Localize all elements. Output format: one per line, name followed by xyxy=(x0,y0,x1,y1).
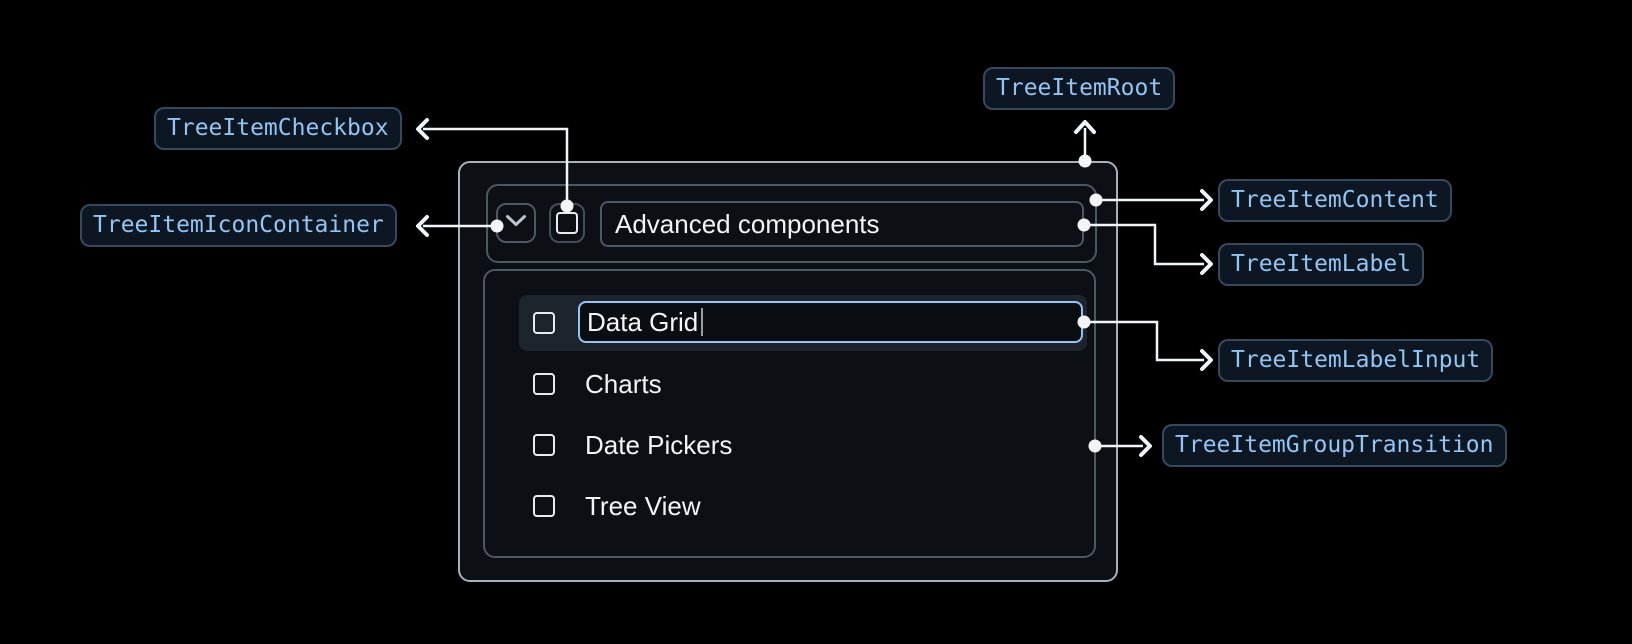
arrowhead-left-icon xyxy=(416,215,429,237)
annotation-tree-item-group-transition: TreeItemGroupTransition xyxy=(1162,424,1507,467)
tree-item-label-input[interactable]: Data Grid xyxy=(578,301,1083,343)
chevron-down-icon xyxy=(505,214,527,232)
arrowhead-left-icon xyxy=(416,118,429,140)
arrowhead-up-icon xyxy=(1074,120,1096,134)
tree-item-content[interactable] xyxy=(486,184,1097,263)
annotation-tree-item-root: TreeItemRoot xyxy=(983,67,1176,110)
checkbox-unchecked-icon[interactable] xyxy=(533,434,555,456)
checkbox-unchecked-icon[interactable] xyxy=(533,373,555,395)
tree-item-label[interactable]: Advanced components xyxy=(600,201,1084,247)
tree-row-label[interactable]: Tree View xyxy=(585,491,701,521)
arrowhead-right-icon xyxy=(1200,189,1213,211)
tree-item-group-transition xyxy=(483,269,1096,558)
annotation-tree-item-label-input: TreeItemLabelInput xyxy=(1218,339,1494,382)
label-input-value: Data Grid xyxy=(587,307,699,337)
tree-row-label[interactable]: Date Pickers xyxy=(585,430,733,460)
checkbox-unchecked-icon xyxy=(556,212,578,234)
tree-item-icon-container[interactable] xyxy=(496,203,536,243)
arrowhead-right-icon xyxy=(1200,253,1213,275)
arrowhead-right-icon xyxy=(1200,349,1213,371)
annotation-tree-item-checkbox: TreeItemCheckbox xyxy=(154,107,402,150)
annotation-tree-item-label: TreeItemLabel xyxy=(1218,243,1425,286)
arrowhead-right-icon xyxy=(1139,435,1152,457)
checkbox-unchecked-icon[interactable] xyxy=(533,312,555,334)
text-caret-icon xyxy=(701,308,704,336)
tree-row-label[interactable]: Charts xyxy=(585,369,662,399)
annotation-tree-item-icon-container: TreeItemIconContainer xyxy=(80,204,397,247)
tree-item-checkbox[interactable] xyxy=(549,203,585,243)
checkbox-unchecked-icon[interactable] xyxy=(533,495,555,517)
annotation-tree-item-content: TreeItemContent xyxy=(1218,179,1452,222)
tree-item-root xyxy=(458,161,1118,582)
